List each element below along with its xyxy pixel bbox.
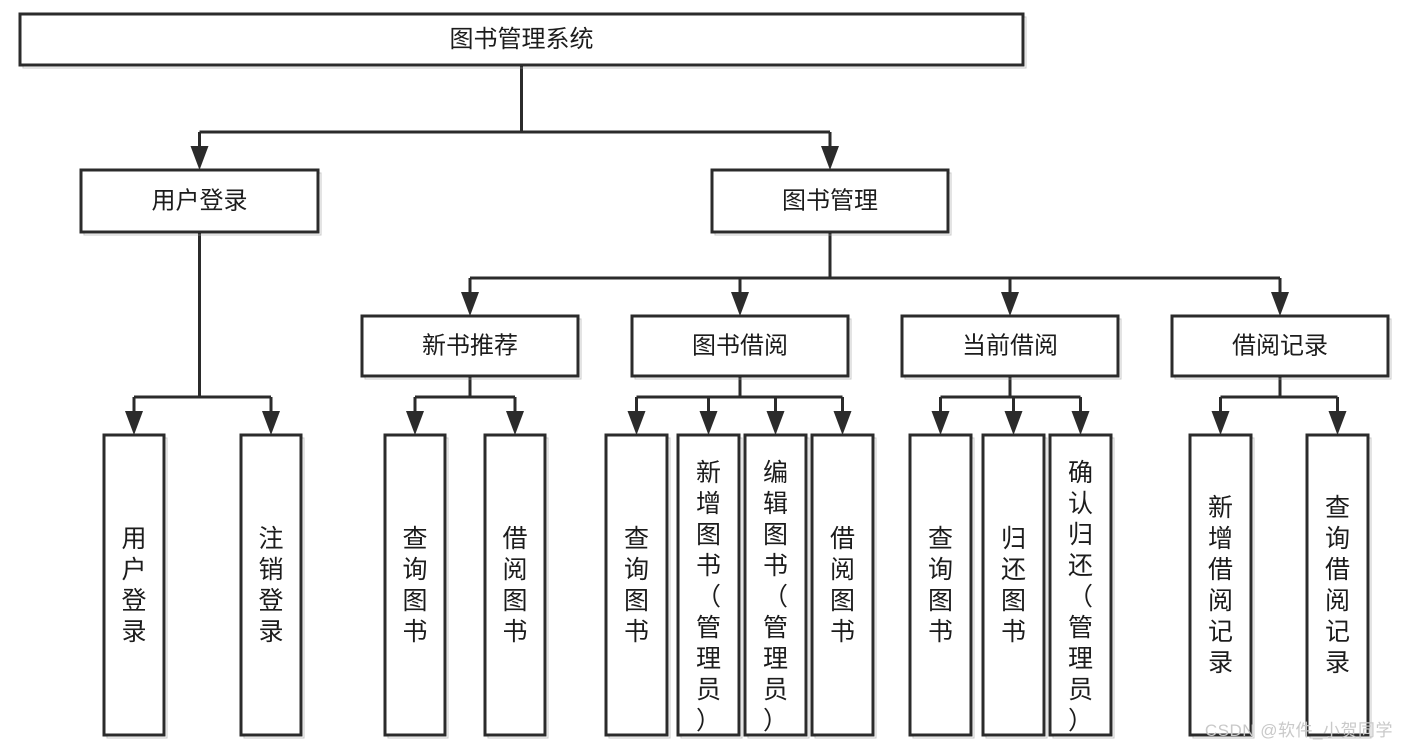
edge-arrowhead: [262, 411, 280, 435]
node-leaf-borrow-book-1[interactable]: 借阅图书: [483, 433, 549, 739]
edge-arrowhead: [1004, 411, 1023, 435]
node-leaf-confirm-return[interactable]: 确认归还（管理员）: [1048, 433, 1115, 739]
node-label: 图书管理系统: [450, 26, 594, 53]
node-box[interactable]: [1170, 314, 1390, 378]
edge-arrowhead: [1001, 292, 1019, 316]
node-label: 新增图书（管理员）: [696, 459, 721, 735]
node-label: 图书借阅: [692, 332, 788, 359]
node-label: 查询图书: [624, 525, 649, 646]
node-label: 当前借阅: [962, 332, 1058, 359]
node-box[interactable]: [981, 433, 1046, 737]
node-box[interactable]: [1188, 433, 1253, 737]
node-new-book-recommend[interactable]: 新书推荐: [360, 314, 582, 380]
node-label: 注销登录: [258, 525, 283, 646]
node-root-图书管理系统[interactable]: 图书管理系统: [18, 12, 1027, 69]
edge-arrowhead: [506, 411, 524, 435]
node-layer: 图书管理系统用户登录图书管理新书推荐图书借阅当前借阅借阅记录用户登录注销登录查询…: [18, 12, 1392, 739]
edge-arrowhead: [461, 292, 479, 316]
node-book-borrow[interactable]: 图书借阅: [630, 314, 852, 380]
edge-arrowhead: [1211, 411, 1230, 435]
node-box[interactable]: [360, 314, 580, 378]
edge-arrowhead: [821, 146, 839, 170]
node-box[interactable]: [908, 433, 973, 737]
node-label: 用户登录: [121, 525, 146, 646]
node-label: 借阅图书: [502, 525, 527, 646]
edge-arrowhead: [1071, 411, 1090, 435]
node-box[interactable]: [483, 433, 547, 737]
node-label: 图书管理: [782, 187, 878, 214]
node-box[interactable]: [900, 314, 1120, 378]
node-leaf-user-login[interactable]: 用户登录: [102, 433, 168, 739]
node-book-manage[interactable]: 图书管理: [710, 168, 952, 236]
edge-arrowhead: [731, 292, 749, 316]
node-label: 借阅图书: [830, 525, 855, 646]
node-label: 编辑图书（管理员）: [763, 459, 788, 735]
node-label: 新书推荐: [422, 332, 518, 359]
node-borrow-record[interactable]: 借阅记录: [1170, 314, 1392, 380]
node-box[interactable]: [18, 12, 1025, 67]
edge-arrowhead: [125, 411, 143, 435]
node-box[interactable]: [102, 433, 166, 737]
node-box[interactable]: [1305, 433, 1370, 737]
node-leaf-query-book-3[interactable]: 查询图书: [908, 433, 975, 739]
edge-arrowhead: [190, 146, 209, 170]
edge-arrowhead: [1271, 292, 1289, 316]
node-label: 确认归还（管理员）: [1068, 459, 1093, 735]
node-label: 查询借阅记录: [1325, 494, 1350, 677]
node-leaf-edit-book[interactable]: 编辑图书（管理员）: [743, 433, 810, 739]
node-label: 新增借阅记录: [1208, 494, 1233, 677]
node-leaf-add-book[interactable]: 新增图书（管理员）: [676, 433, 743, 739]
node-leaf-borrow-book-2[interactable]: 借阅图书: [810, 433, 877, 739]
node-leaf-query-book-2[interactable]: 查询图书: [604, 433, 671, 739]
node-box[interactable]: [1048, 433, 1113, 737]
node-box[interactable]: [630, 314, 850, 378]
node-label: 归还图书: [1001, 525, 1026, 646]
edge-arrowhead: [833, 411, 852, 435]
edge-arrowhead: [766, 411, 785, 435]
node-box[interactable]: [79, 168, 320, 234]
node-box[interactable]: [239, 433, 303, 737]
node-box[interactable]: [810, 433, 875, 737]
node-label: 借阅记录: [1232, 332, 1328, 359]
node-box[interactable]: [676, 433, 741, 737]
node-label: 用户登录: [152, 187, 248, 214]
edge-layer: [125, 65, 1347, 435]
node-box[interactable]: [743, 433, 808, 737]
node-current-borrow[interactable]: 当前借阅: [900, 314, 1122, 380]
node-leaf-query-borrow-record[interactable]: 查询借阅记录: [1305, 433, 1372, 739]
node-leaf-return-book[interactable]: 归还图书: [981, 433, 1048, 739]
edge-arrowhead: [699, 411, 718, 435]
node-leaf-query-book-1[interactable]: 查询图书: [383, 433, 449, 739]
node-label: 查询图书: [928, 525, 953, 646]
node-leaf-user-logout[interactable]: 注销登录: [239, 433, 305, 739]
node-box[interactable]: [710, 168, 950, 234]
node-user-login[interactable]: 用户登录: [79, 168, 322, 236]
node-leaf-add-borrow-record[interactable]: 新增借阅记录: [1188, 433, 1255, 739]
edge-arrowhead: [627, 411, 646, 435]
node-box[interactable]: [383, 433, 447, 737]
node-label: 查询图书: [402, 525, 427, 646]
edge-arrowhead: [406, 411, 424, 435]
edge-arrowhead: [1328, 411, 1347, 435]
edge-arrowhead: [931, 411, 950, 435]
node-box[interactable]: [604, 433, 669, 737]
